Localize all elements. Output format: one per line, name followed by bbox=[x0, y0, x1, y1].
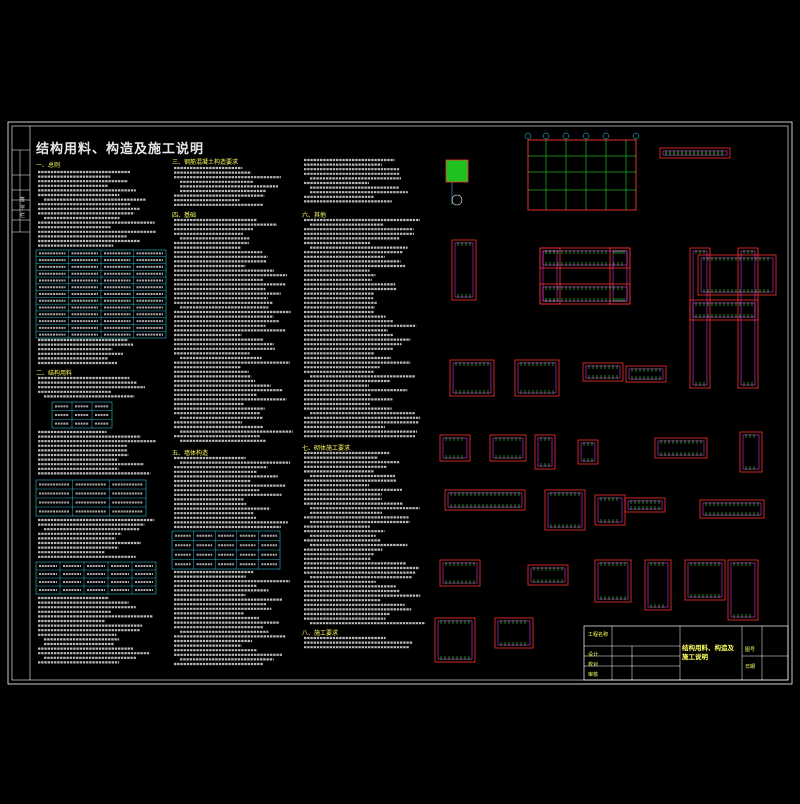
frame-joint-detail bbox=[697, 254, 777, 296]
lintel-lower-detail bbox=[539, 283, 631, 305]
eaves-detail bbox=[624, 497, 666, 513]
diamond-opening-detail-rebar bbox=[547, 492, 583, 528]
section-heading-foundation: 四、基础 bbox=[172, 212, 197, 219]
wall-section-detail-rebar bbox=[454, 242, 474, 298]
footing-detail-1-rebar bbox=[442, 562, 478, 584]
plan-axis-bubble bbox=[582, 132, 590, 140]
wall-corner-detail-1-rebar bbox=[442, 437, 468, 459]
section-heading-materials: 二、结构用料 bbox=[36, 370, 73, 377]
stamp-label-3: 栏 bbox=[20, 213, 26, 219]
column-section-detail bbox=[445, 159, 469, 183]
section-heading-construction: 八、施工要求 bbox=[302, 630, 339, 637]
title-block-review-label: 审核 bbox=[588, 672, 599, 678]
stamp-label-2: 字 bbox=[20, 205, 26, 211]
title-block-number-label: 图号 bbox=[745, 647, 756, 653]
wall-corner-detail-1 bbox=[439, 434, 471, 462]
opening-detail-4 bbox=[625, 365, 667, 383]
beam-detail-top-rebar bbox=[662, 150, 728, 156]
title-block bbox=[583, 625, 789, 681]
section-heading-concrete: 三、钢筋混凝土构造要求 bbox=[172, 159, 239, 166]
parapet-detail-rebar bbox=[742, 434, 760, 470]
wall-base-detail bbox=[644, 559, 672, 611]
wall-tee-detail bbox=[534, 434, 556, 470]
plan-axis-bubble bbox=[562, 132, 570, 140]
wall-corner-detail-2 bbox=[489, 434, 527, 462]
opening-detail-3 bbox=[582, 362, 624, 382]
column-cap-detail-rebar bbox=[597, 497, 623, 523]
beam-elevation-detail bbox=[689, 299, 759, 321]
diamond-opening-detail bbox=[544, 489, 586, 531]
wall-tee-detail-2 bbox=[577, 439, 599, 465]
wall-tee-detail-rebar bbox=[537, 437, 553, 467]
title-block-date-label: 日期 bbox=[745, 664, 756, 670]
wall-base-detail-rebar bbox=[647, 562, 669, 608]
title-block-check-label: 校对 bbox=[588, 662, 599, 668]
opening-detail-4-rebar bbox=[628, 368, 664, 380]
wall-section-detail bbox=[451, 239, 477, 301]
title-block-project-label: 工程名称 bbox=[588, 632, 609, 638]
plan-axis-bubble bbox=[632, 132, 640, 140]
floor-plan-detail bbox=[527, 139, 637, 211]
footing-detail-2-rebar bbox=[530, 567, 566, 583]
slab-edge-detail bbox=[699, 499, 765, 519]
opening-detail-1-rebar bbox=[452, 362, 492, 394]
beam-detail-top bbox=[659, 147, 731, 159]
slab-edge-detail-rebar bbox=[702, 502, 762, 516]
lintel-post-detail-rebar bbox=[612, 250, 628, 302]
section-heading-masonry: 七、砌体施工要求 bbox=[302, 445, 351, 452]
plan-axis-bubble bbox=[524, 132, 532, 140]
stair-detail-2 bbox=[494, 617, 534, 649]
stair-detail-1-rebar bbox=[437, 620, 473, 660]
footing-detail-2 bbox=[527, 564, 569, 586]
section-heading-wall: 五、墙体构造 bbox=[172, 450, 209, 457]
lintel-lower-detail-rebar bbox=[542, 286, 628, 302]
parapet-detail bbox=[739, 431, 763, 473]
opening-detail-2-rebar bbox=[517, 362, 557, 394]
footing-detail-3 bbox=[594, 559, 632, 603]
footing-detail-1 bbox=[439, 559, 481, 587]
ring-beam-detail-rebar bbox=[447, 492, 523, 508]
plan-axis-bubble bbox=[602, 132, 610, 140]
opening-detail-1 bbox=[449, 359, 495, 397]
column-base-detail-rebar bbox=[730, 562, 756, 618]
frame-joint-detail-rebar bbox=[700, 257, 774, 293]
inner-frame bbox=[11, 125, 789, 681]
opening-detail-3-rebar bbox=[585, 365, 621, 379]
section-heading-general: 一、总则 bbox=[36, 162, 61, 169]
beam-section-detail bbox=[654, 437, 708, 459]
column-base-detail bbox=[727, 559, 759, 621]
footing-detail-3-rebar bbox=[597, 562, 629, 600]
title-block-design-label: 设计 bbox=[588, 652, 599, 658]
retaining-detail-rebar bbox=[687, 562, 723, 598]
column-axis-bubble bbox=[451, 194, 463, 206]
section-heading-other: 六、其他 bbox=[302, 212, 327, 219]
title-block-drawing-name: 结构用料、构造及施工说明 bbox=[682, 644, 734, 661]
plan-axis-bubble bbox=[542, 132, 550, 140]
opening-detail-2 bbox=[514, 359, 560, 397]
column-cap-detail bbox=[594, 494, 626, 526]
ring-beam-detail bbox=[444, 489, 526, 511]
lintel-detail-rebar bbox=[542, 250, 628, 266]
stamp-label-1: 签 bbox=[20, 197, 26, 203]
stair-detail-2-rebar bbox=[497, 620, 531, 646]
retaining-detail bbox=[684, 559, 726, 601]
eaves-detail-rebar bbox=[627, 500, 663, 510]
drawing-title: 结构用料、构造及施工说明 bbox=[36, 142, 205, 157]
outer-frame bbox=[7, 121, 793, 685]
rebar-table bbox=[51, 401, 113, 429]
lintel-post-detail-rebar bbox=[542, 250, 558, 302]
stair-detail-1 bbox=[434, 617, 476, 663]
